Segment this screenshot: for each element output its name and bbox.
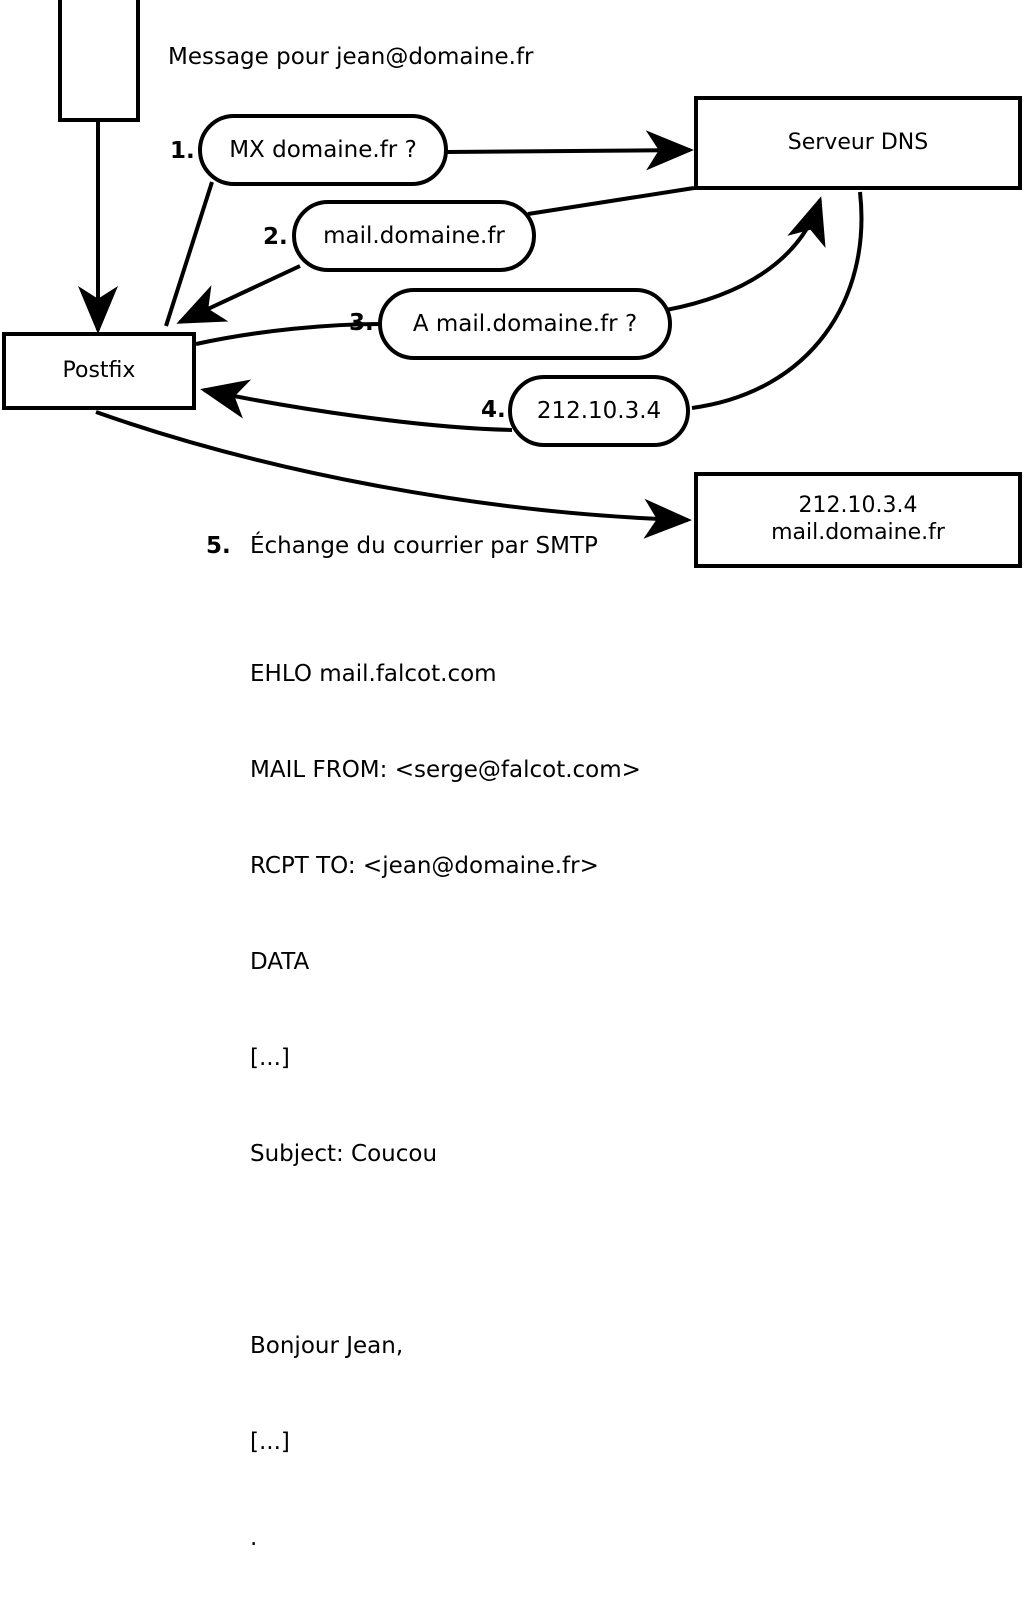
step-number-4: 4. xyxy=(481,397,506,423)
connector-layer xyxy=(78,122,864,539)
postfix-node[interactable]: Postfix xyxy=(2,332,196,410)
connector-postfix-to-target xyxy=(95,410,692,539)
step-number-2: 2. xyxy=(263,224,288,250)
connector-dns-to-step4 xyxy=(691,191,864,410)
step-5-label: Échange du courrier par SMTP xyxy=(250,533,598,559)
smtp-line: RCPT TO: <jean@domaine.fr> xyxy=(250,853,599,879)
connector-step3-to-dns xyxy=(665,196,826,312)
smtp-transcript: EHLO mail.falcot.com MAIL FROM: <serge@f… xyxy=(250,594,641,1618)
mail-flow-diagram: Postfix Serveur DNS 212.10.3.4 mail.doma… xyxy=(2,0,1022,1551)
smtp-line: . xyxy=(250,1525,258,1551)
dns-server-node[interactable]: Serveur DNS xyxy=(694,96,1022,190)
smtp-line: MAIL FROM: <serge@falcot.com> xyxy=(250,757,641,783)
smtp-line: [...] xyxy=(250,1429,290,1455)
dns-server-label: Serveur DNS xyxy=(787,129,929,155)
target-mail-server-hostname: mail.domaine.fr xyxy=(771,520,945,545)
step-bubble-4-label: 212.10.3.4 xyxy=(536,398,662,424)
connector-postfix-to-step3 xyxy=(195,322,383,346)
step-number-1: 1. xyxy=(170,138,195,164)
target-mail-server-node[interactable]: 212.10.3.4 mail.domaine.fr xyxy=(694,472,1022,568)
smtp-line: [...] xyxy=(250,1045,290,1071)
step-bubble-3[interactable]: A mail.domaine.fr ? xyxy=(378,288,672,360)
postfix-node-label: Postfix xyxy=(62,357,136,383)
smtp-line: DATA xyxy=(250,949,310,975)
step-bubble-1-label: MX domaine.fr ? xyxy=(229,137,417,163)
connector-dns-to-step2 xyxy=(527,186,695,216)
step-bubble-4[interactable]: 212.10.3.4 xyxy=(508,375,690,447)
client-node[interactable] xyxy=(58,0,140,122)
step-bubble-2-label: mail.domaine.fr xyxy=(323,223,505,249)
smtp-line: EHLO mail.falcot.com xyxy=(250,661,497,687)
diagram-title: Message pour jean@domaine.fr xyxy=(168,44,534,70)
connector-step4-to-postfix xyxy=(200,379,513,432)
target-mail-server-ip: 212.10.3.4 xyxy=(798,493,918,519)
smtp-line: Subject: Coucou xyxy=(250,1141,438,1167)
step-bubble-3-label: A mail.domaine.fr ? xyxy=(412,311,638,337)
step-bubble-2[interactable]: mail.domaine.fr xyxy=(292,200,536,272)
smtp-line: Bonjour Jean, xyxy=(250,1333,404,1359)
step-number-5: 5. xyxy=(206,533,231,559)
connector-step1-to-dns xyxy=(445,130,694,171)
step-number-3: 3. xyxy=(349,310,374,336)
smtp-line-blank xyxy=(250,1234,641,1266)
connector-step1-tail xyxy=(164,181,214,327)
step-bubble-1[interactable]: MX domaine.fr ? xyxy=(198,114,448,186)
connector-step2-to-postfix xyxy=(176,264,301,324)
